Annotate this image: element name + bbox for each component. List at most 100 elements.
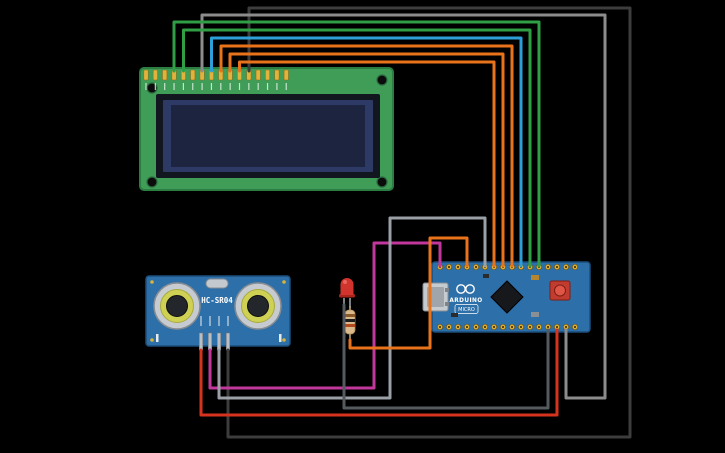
sensor-pin-label-mark [209,316,211,326]
lcd-pin[interactable] [255,69,261,81]
wire-gray-echo[interactable] [217,216,487,400]
smd-component [531,312,539,317]
arduino-pin-hole [564,265,568,269]
lcd-pin-label-mark [266,83,269,90]
arduino-pin-rows [436,263,579,331]
led-red[interactable] [339,278,355,308]
mcu-chip [490,280,524,314]
wire-green-1[interactable] [172,20,541,268]
arduino-pin-hole [546,325,550,329]
wire-orange-2[interactable] [228,52,505,268]
sensor-corner-pad [282,280,286,284]
lcd-pin[interactable] [152,69,158,81]
lcd-pin-label-mark [173,83,175,90]
arduino-pin-hole [546,265,550,269]
sensor-pin[interactable] [217,332,221,351]
wire-orange-1[interactable] [219,44,514,268]
arduino-pin-hole [447,325,451,329]
reset-button[interactable] [549,280,571,301]
arduino-pin-hole [456,325,460,329]
lcd-pin-label-mark [238,83,241,90]
lcd-pin-label-mark [220,83,222,90]
arduino-pin-hole [501,325,505,329]
lcd-pin[interactable] [143,69,149,81]
arduino-pin-hole [456,265,460,269]
lcd-display[interactable] [139,67,394,191]
arduino-pin-hole [474,265,478,269]
sensor-corner-pad [282,338,286,342]
arduino-micro[interactable]: ARDUINO MICRO [422,261,591,333]
wire-green-2[interactable] [182,28,532,268]
usb-connector [422,282,449,312]
arduino-pin-hole [465,325,469,329]
wires-layer [172,6,632,439]
arduino-pin-hole [573,325,577,329]
wire-magenta-trig[interactable] [208,241,442,390]
wire-orange-resistor-loop[interactable] [348,236,469,350]
arduino-pin-hole [564,325,568,329]
lcd-pin-label-mark [154,83,156,90]
arduino-pin-hole [519,325,523,329]
arduino-pin-hole [492,325,496,329]
lcd-pin[interactable] [274,69,280,81]
resistor-band-3 [345,324,355,327]
resistor[interactable] [344,306,356,342]
lcd-mount-hole [146,176,158,188]
lcd-pin[interactable] [265,69,271,81]
arduino-pin-hole [528,325,532,329]
lcd-pin-header [143,69,289,90]
sensor-pin-label-mark [227,316,229,326]
led-highlight [343,280,347,284]
sensor-pin[interactable] [199,332,203,351]
lcd-mount-hole [376,74,388,86]
sensor-pin-label-mark [218,316,220,326]
smd-component [531,275,539,280]
resistor-band-2 [345,319,355,322]
resistor-band-1 [345,314,355,317]
lcd-pin-label-mark [248,83,250,90]
sensor-corner-mark [279,334,282,342]
sensor-pin-label-mark [200,316,202,326]
wire-dark-led-lead[interactable] [342,303,550,410]
lcd-pin-label-mark [201,83,203,90]
arduino-logo-icon [456,284,475,294]
lcd-pin-label-mark [276,83,278,90]
arduino-pin-hole [447,265,451,269]
lcd-mount-hole [376,176,388,188]
arduino-pin-hole [573,265,577,269]
lcd-pin-label-mark [164,83,166,90]
smd-component [483,274,489,278]
sensor-pin[interactable] [226,332,230,351]
arduino-brand-label: ARDUINO [449,298,482,304]
lcd-pin-label-mark [182,83,184,90]
lcd-mount-hole [146,82,158,94]
wire-blue-1[interactable] [210,36,523,268]
lcd-pin-label-mark [257,83,259,90]
lcd-pin[interactable] [283,69,289,81]
arduino-pin-hole [537,325,541,329]
arduino-pin-hole [555,265,559,269]
sensor-corner-pad [150,338,154,342]
wire-ground-top-gray[interactable] [200,13,607,400]
ultrasonic-sensor-hc-sr04[interactable]: HC-SR04 [145,275,291,351]
sensor-crystal [205,278,229,289]
lcd-pin-label-mark [285,83,287,90]
arduino-pin-hole [555,325,559,329]
sensor-pin[interactable] [208,332,212,351]
transducer-right-icon [234,282,282,330]
arduino-model-box [454,304,479,314]
arduino-pin-hole [483,325,487,329]
wire-red-power[interactable] [199,328,559,417]
lcd-pin[interactable] [190,69,196,81]
lcd-pin-label-mark [192,83,194,90]
wire-ground-outer-black[interactable] [226,6,632,439]
lcd-pin[interactable] [162,69,168,81]
lcd-pin-label-mark [210,83,213,90]
sensor-corner-pad [150,280,154,284]
arduino-model-label: MICRO [458,307,475,313]
sensor-corner-mark [156,334,159,342]
lcd-pin-label-mark [145,83,147,90]
arduino-pin-hole [438,325,442,329]
wire-orange-3[interactable] [238,60,496,268]
